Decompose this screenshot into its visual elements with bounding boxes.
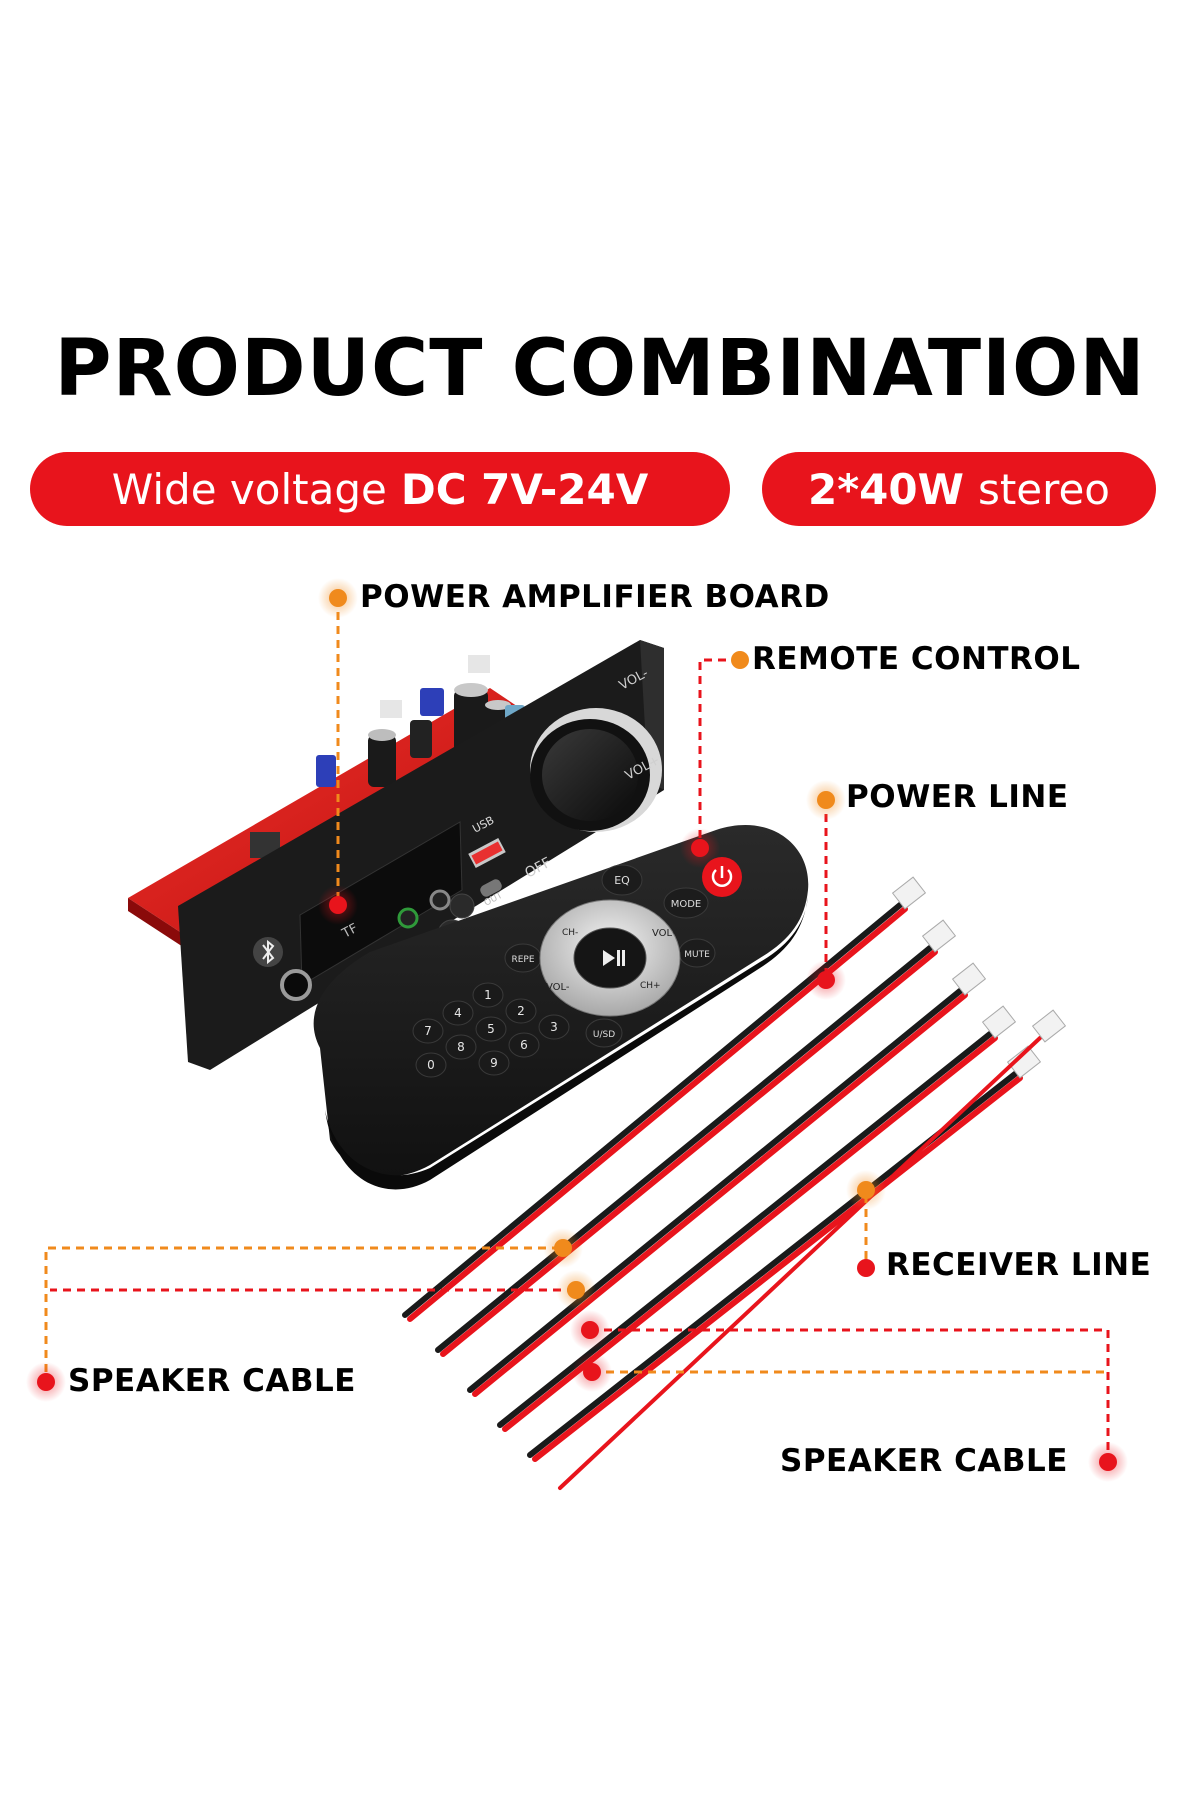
digit-button-8[interactable]: 8 <box>445 1034 477 1060</box>
display-window <box>299 821 463 986</box>
power-badge: 2*40W stereo <box>762 452 1156 526</box>
connector <box>468 655 490 673</box>
digit-button-4[interactable]: 4 <box>442 1000 474 1026</box>
cable-connector <box>891 876 927 910</box>
digit-label: 3 <box>550 1020 558 1034</box>
callout-remote-control: REMOTE CONTROL <box>752 641 1081 677</box>
usb-c-port[interactable] <box>478 878 503 899</box>
callout-dot <box>581 1321 599 1339</box>
callout-dot <box>329 896 347 914</box>
digit-button-1[interactable]: 1 <box>472 982 504 1008</box>
digit-button-6[interactable]: 6 <box>508 1032 540 1058</box>
callout-power-amplifier-board: POWER AMPLIFIER BOARD <box>360 579 830 615</box>
svg-text:EQ: EQ <box>614 874 630 887</box>
digit-button-5[interactable]: 5 <box>475 1016 507 1042</box>
svg-text:MUTE: MUTE <box>684 950 710 960</box>
usb-port[interactable] <box>468 837 506 869</box>
voltage-badge-value: DC 7V-24V <box>400 464 649 514</box>
callout-speaker-cable-left: SPEAKER CABLE <box>68 1363 356 1399</box>
voltage-badge-prefix: Wide voltage <box>111 464 387 514</box>
voltage-badge: Wide voltage DC 7V-24V <box>30 452 730 526</box>
callout-dot <box>329 589 347 607</box>
page-title: PRODUCT COMBINATION <box>54 324 1146 414</box>
digit-label: 2 <box>517 1004 525 1018</box>
svg-text:U/SD: U/SD <box>593 1030 615 1040</box>
power-badge-suffix: stereo <box>977 464 1111 514</box>
digit-button-3[interactable]: 3 <box>538 1014 570 1040</box>
receiver-cable <box>558 1009 1067 1490</box>
vol-minus-label: VOL- <box>546 982 570 993</box>
svg-text:MODE: MODE <box>671 899 702 910</box>
callout-dot <box>691 839 709 857</box>
twin-cable <box>467 962 987 1397</box>
cable-connector <box>1006 1045 1042 1079</box>
callout-dot <box>857 1181 875 1199</box>
ch-minus-label: CH- <box>562 928 578 938</box>
power-badge-value: 2*40W <box>807 464 964 514</box>
digit-label: 4 <box>454 1006 462 1020</box>
svg-text:REPE: REPE <box>511 955 534 965</box>
mode-button[interactable]: MODE <box>663 887 709 919</box>
headphone-icon[interactable] <box>397 907 419 929</box>
cable-connector <box>921 919 957 953</box>
cable-connector <box>1031 1009 1067 1043</box>
number-pad[interactable]: 1 2 3 4 5 6 7 8 9 0 <box>412 982 570 1078</box>
callout-dot <box>1099 1453 1117 1471</box>
connector <box>380 700 402 718</box>
volume-knob[interactable] <box>530 708 662 832</box>
callout-receiver-line: RECEIVER LINE <box>886 1247 1152 1283</box>
remote-control: EQ MODE REPE MUTE U/SD <box>313 824 809 1190</box>
callout-dot <box>567 1281 585 1299</box>
digit-label: 7 <box>424 1024 432 1038</box>
power-icon <box>711 869 733 887</box>
eq-button[interactable]: EQ <box>601 864 643 896</box>
digit-button-2[interactable]: 2 <box>505 998 537 1024</box>
callout-dot <box>817 791 835 809</box>
cable-connector <box>951 962 987 996</box>
twin-cable <box>435 919 957 1357</box>
callout-power-line: POWER LINE <box>846 779 1069 815</box>
callout-dot <box>857 1259 875 1277</box>
digit-label: 5 <box>487 1022 495 1036</box>
mic-jack[interactable] <box>280 969 312 1001</box>
callout-dots <box>26 578 1128 1482</box>
power-button[interactable] <box>702 857 742 897</box>
digit-label: 8 <box>457 1040 465 1054</box>
digit-button-0[interactable]: 0 <box>415 1052 447 1078</box>
navigation-ring[interactable]: VOL+ VOL- CH- CH+ <box>539 899 681 1017</box>
digit-label: 6 <box>520 1038 528 1052</box>
callout-lines <box>44 598 1110 1458</box>
repe-button[interactable]: REPE <box>504 943 542 973</box>
play-pause-icon <box>603 950 615 966</box>
ch-plus-label: CH+ <box>640 981 661 991</box>
usd-button[interactable]: U/SD <box>585 1018 623 1048</box>
callout-speaker-cable-right: SPEAKER CABLE <box>780 1443 1068 1479</box>
power-amplifier-board: VOL- VOL+ OFF TF USB OUT <box>128 640 664 1070</box>
digit-button-7[interactable]: 7 <box>412 1018 444 1044</box>
digit-label: 0 <box>427 1058 435 1072</box>
capacitors <box>368 683 511 787</box>
callout-dot <box>554 1239 572 1257</box>
digit-label: 9 <box>490 1056 498 1070</box>
vol-plus-label: VOL+ <box>652 928 681 939</box>
mute-button[interactable]: MUTE <box>678 938 716 968</box>
callout-dot <box>583 1363 601 1381</box>
callout-dot <box>817 971 835 989</box>
callout-dot <box>37 1373 55 1391</box>
microphone-icon[interactable] <box>429 889 451 911</box>
digit-button-9[interactable]: 9 <box>478 1050 510 1076</box>
callout-dot <box>731 651 749 669</box>
digit-label: 1 <box>484 988 492 1002</box>
cable-connector <box>981 1005 1017 1039</box>
tf-marking: TF <box>339 921 361 942</box>
bluetooth-icon <box>253 937 283 967</box>
